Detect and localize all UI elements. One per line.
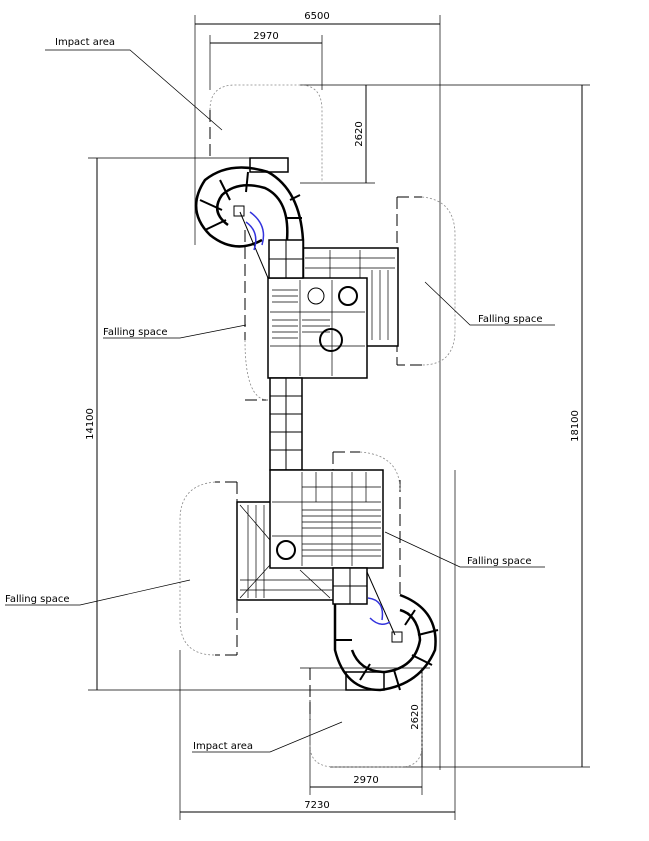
dim-7230: 7230 bbox=[304, 800, 329, 811]
slide-entry-accent bbox=[245, 211, 265, 251]
falling-space-left-bottom bbox=[215, 481, 238, 656]
label-impact-area-bottom: Impact area bbox=[193, 741, 253, 752]
impact-area-bottom-outline bbox=[309, 668, 423, 768]
falling-space-right-bottom bbox=[332, 451, 401, 595]
lower-tower bbox=[236, 469, 384, 601]
porthole-icon bbox=[307, 287, 325, 305]
slide-entry-accent bbox=[367, 597, 391, 625]
steering-wheel-icon bbox=[276, 540, 296, 560]
dim-2970-top: 2970 bbox=[253, 31, 278, 42]
label-falling-space-right-top: Falling space bbox=[478, 314, 543, 325]
falling-space-left-top bbox=[244, 230, 268, 401]
dim-18100: 18100 bbox=[570, 410, 581, 442]
label-impact-area-top: Impact area bbox=[55, 37, 115, 48]
leader-lines bbox=[5, 49, 555, 753]
label-falling-space-left-bottom: Falling space bbox=[5, 594, 70, 605]
dim-14100: 14100 bbox=[85, 408, 96, 440]
steering-wheel-icon bbox=[338, 286, 358, 306]
impact-area-top-outline bbox=[209, 84, 323, 183]
dimension-lines bbox=[96, 23, 583, 813]
extension-lines bbox=[88, 15, 590, 820]
connecting-bridge bbox=[269, 377, 303, 471]
dim-6500: 6500 bbox=[304, 11, 329, 22]
dim-2970-bottom: 2970 bbox=[353, 775, 378, 786]
dim-2620-top: 2620 bbox=[354, 121, 365, 146]
label-falling-space-right-bottom: Falling space bbox=[467, 556, 532, 567]
roof-hub-icon bbox=[319, 328, 343, 352]
label-falling-space-left-top: Falling space bbox=[103, 327, 168, 338]
lower-spiral-slide bbox=[332, 567, 439, 692]
upper-spiral-slide bbox=[194, 157, 305, 279]
upper-tower bbox=[267, 247, 399, 379]
dim-2620-bottom: 2620 bbox=[410, 704, 421, 729]
